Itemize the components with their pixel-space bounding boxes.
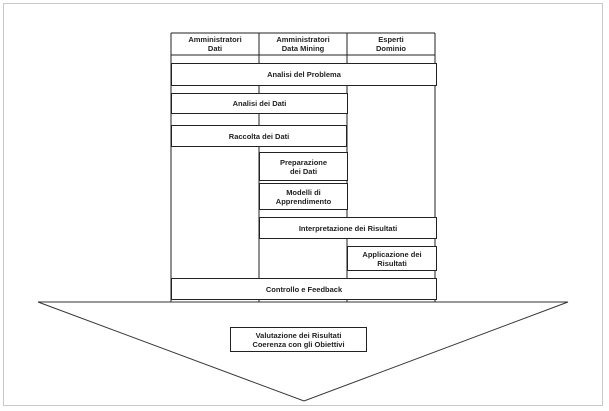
step-data-analysis: Analisi dei Dati xyxy=(171,93,348,114)
step-problem-analysis: Analisi del Problema xyxy=(171,63,437,86)
step-data-preparation: Preparazione dei Dati xyxy=(259,152,348,181)
step-learning-models: Modelli di Apprendimento xyxy=(259,183,348,210)
column-header-dm-admins: Amministratori Data Mining xyxy=(276,35,330,53)
column-header-data-admins: Amministratori Dati xyxy=(188,35,242,53)
step-results-application: Applicazione dei Risultati xyxy=(347,246,437,271)
column-header-domain-experts: Esperti Dominio xyxy=(376,35,406,53)
step-data-collection: Raccolta dei Dati xyxy=(171,125,347,147)
step-results-interpretation: Interpretazione dei Risultati xyxy=(259,217,437,239)
step-control-feedback: Controllo e Feedback xyxy=(171,278,437,300)
evaluation-box: Valutazione dei Risultati Coerenza con g… xyxy=(230,327,367,352)
